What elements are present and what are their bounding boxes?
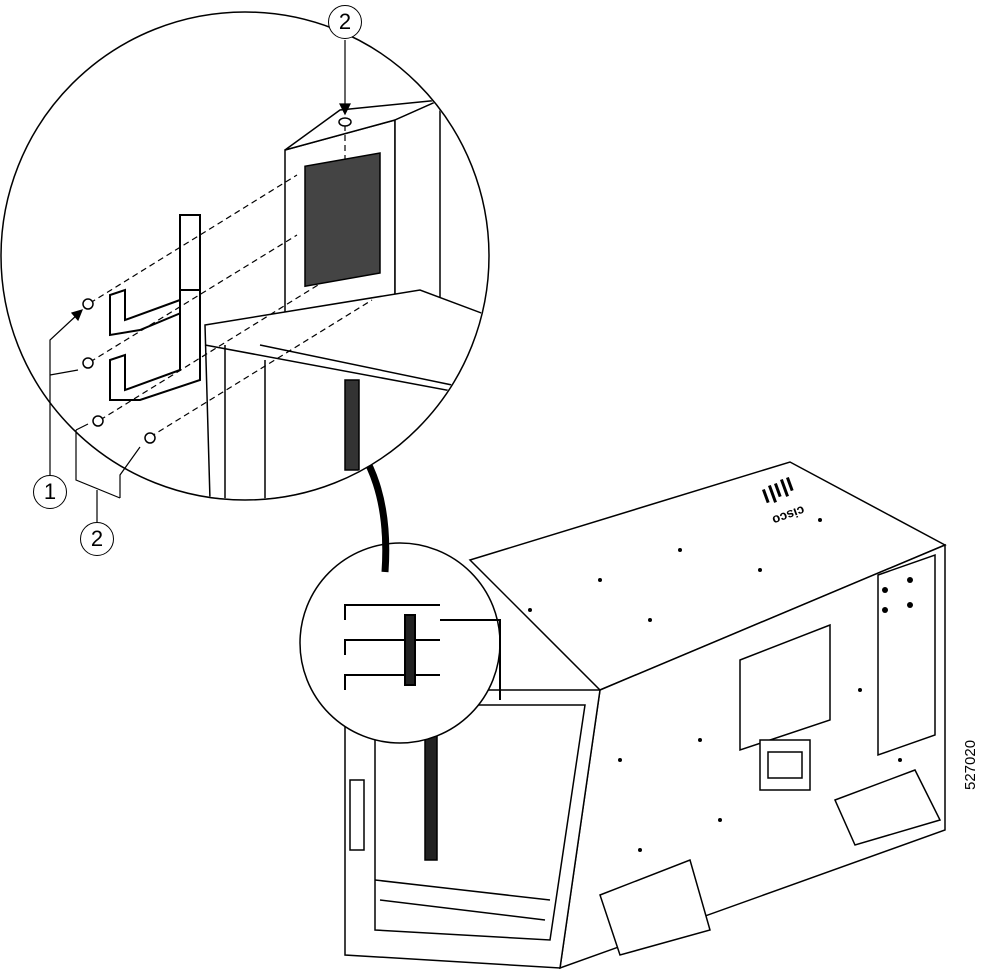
figure-id: 527020 — [962, 739, 979, 790]
chassis-side-panel — [739, 623, 831, 752]
callout-1: 1 — [33, 475, 67, 509]
small-circle-handles — [344, 604, 501, 700]
leader-lines — [49, 40, 351, 522]
mounting-bracket-rear — [833, 769, 942, 846]
mounting-bracket-front — [599, 859, 711, 956]
handle-top — [109, 214, 201, 337]
chassis-rear-plate — [877, 553, 936, 757]
cisco-logo-bars — [762, 476, 794, 504]
fan-grille — [304, 152, 381, 288]
screw-paths — [89, 125, 373, 438]
callout-2-bottom: 2 — [80, 522, 114, 556]
chassis — [344, 461, 947, 970]
screws — [82, 117, 352, 444]
detail-circle-small — [299, 542, 501, 744]
callout-2-top: 2 — [328, 5, 362, 39]
